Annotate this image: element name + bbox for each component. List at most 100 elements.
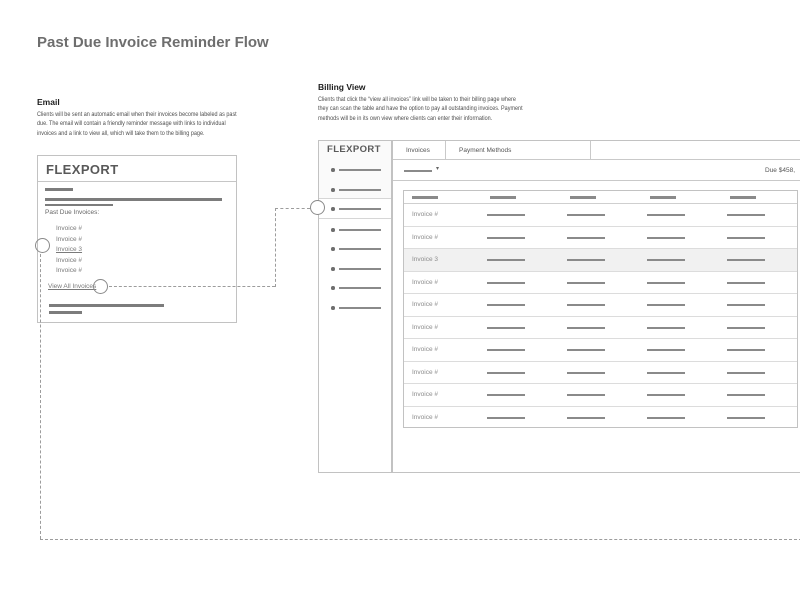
cell-placeholder-line [727, 416, 765, 419]
billing-desc-line: they can scan the table and have the opt… [318, 105, 523, 113]
tab-invoices[interactable]: Invoices [393, 141, 446, 160]
cell-placeholder-line [487, 236, 525, 239]
bullet-icon [331, 207, 335, 211]
bullet-icon [331, 188, 335, 192]
bullet-icon [331, 306, 335, 310]
text-placeholder-line [45, 198, 222, 201]
table-row[interactable]: Invoice # [404, 272, 797, 294]
email-invoice-link[interactable]: Invoice # [56, 256, 83, 264]
sidebar-item[interactable] [319, 265, 393, 273]
table-row[interactable]: Invoice # [404, 317, 797, 339]
cell-placeholder-line [647, 349, 685, 351]
sidebar-item[interactable] [319, 245, 393, 253]
billing-section-description: Clients that click the “view all invoice… [318, 95, 523, 123]
invoice-row-label: Invoice # [412, 323, 439, 331]
table-row[interactable]: Invoice # [404, 294, 797, 317]
cell-placeholder-line [487, 349, 525, 351]
sidebar-item-active[interactable] [319, 205, 393, 213]
text-placeholder-line [45, 203, 113, 206]
cell-placeholder-line [727, 304, 765, 306]
email-section-heading: Email [37, 97, 60, 107]
sidebar-item[interactable] [319, 226, 393, 234]
connector-to-sidebar [275, 208, 310, 209]
cell-placeholder-line [647, 394, 685, 396]
table-row[interactable]: Invoice # [404, 339, 797, 362]
email-invoice-link[interactable]: Invoice # [56, 235, 83, 243]
page-title: Past Due Invoice Reminder Flow [37, 34, 269, 51]
signature-placeholder-line [49, 304, 164, 307]
cell-placeholder-line [567, 281, 605, 284]
table-row[interactable]: Invoice # [404, 407, 797, 430]
bullet-icon [331, 247, 335, 251]
connector-bottom-right [40, 539, 800, 540]
table-row-highlighted[interactable]: Invoice 3 [404, 249, 797, 272]
tab-payment-methods[interactable]: Payment Methods [446, 141, 591, 160]
cell-placeholder-line [567, 416, 605, 419]
annotation-circle-sidebar-item [310, 200, 325, 215]
flexport-logo: FLEXPORT [46, 162, 119, 177]
bullet-icon [331, 168, 335, 172]
toolbar: ▾ Due $458, [393, 160, 800, 181]
cell-placeholder-line [647, 371, 685, 374]
cell-placeholder-line [647, 281, 685, 284]
cell-placeholder-line [727, 259, 765, 261]
invoice-row-label: Invoice # [412, 233, 439, 241]
text-placeholder-line [45, 188, 73, 191]
email-invoice-link[interactable]: Invoice # [56, 267, 83, 274]
nav-label-placeholder [339, 248, 381, 250]
cell-placeholder-line [647, 416, 685, 419]
cell-placeholder-line [487, 281, 525, 284]
nav-label-placeholder [339, 307, 381, 309]
invoice-table: Invoice # Invoice # Invoice 3 Invoice # Invo… [403, 190, 798, 428]
cell-placeholder-line [647, 259, 685, 261]
invoice-row-label: Invoice 3 [412, 256, 439, 263]
table-row[interactable]: Invoice # [404, 227, 797, 249]
annotation-circle-invoice3 [35, 238, 50, 253]
cell-placeholder-line [487, 214, 525, 216]
cell-placeholder-line [727, 371, 765, 374]
past-due-invoices-label: Past Due Invoices: [45, 209, 100, 216]
cell-placeholder-line [487, 304, 525, 306]
email-invoice-link[interactable]: Invoice 3 [56, 246, 83, 253]
chevron-down-icon[interactable]: ▾ [436, 166, 440, 172]
column-header-placeholder [730, 196, 756, 199]
table-row[interactable]: Invoice # [404, 204, 797, 227]
cell-placeholder-line [567, 326, 605, 329]
nav-label-placeholder [339, 189, 381, 191]
email-desc-line: due. The email will contain a friendly r… [37, 120, 226, 128]
sidebar-item[interactable] [319, 284, 393, 292]
invoice-row-label: Invoice # [412, 391, 439, 398]
cell-placeholder-line [567, 236, 605, 239]
cell-placeholder-line [647, 326, 685, 329]
cell-placeholder-line [487, 371, 525, 374]
table-header-row [404, 191, 797, 204]
sidebar-item[interactable] [319, 304, 393, 312]
cell-placeholder-line [567, 214, 605, 216]
billing-sidebar: FLEXPORT [318, 140, 392, 473]
sidebar-item[interactable] [319, 186, 393, 194]
column-header-placeholder [412, 196, 438, 199]
table-row[interactable]: Invoice # [404, 384, 797, 407]
column-header-placeholder [570, 196, 596, 199]
cell-placeholder-line [567, 394, 605, 396]
invoice-row-label: Invoice # [412, 346, 439, 353]
cell-placeholder-line [727, 349, 765, 351]
amount-due-text: Due $458, [765, 167, 795, 174]
view-all-invoices-link[interactable]: View All Invoices [48, 283, 97, 290]
filter-dropdown[interactable] [404, 170, 432, 172]
flexport-logo: FLEXPORT [327, 144, 381, 155]
cell-placeholder-line [487, 394, 525, 396]
table-row[interactable]: Invoice # [404, 362, 797, 384]
billing-desc-line: Clients that click the “view all invoice… [318, 96, 516, 103]
email-header-divider [38, 181, 236, 182]
sidebar-item[interactable] [319, 166, 393, 174]
cell-placeholder-line [647, 214, 685, 216]
cell-placeholder-line [487, 259, 525, 261]
bullet-icon [331, 286, 335, 290]
invoice-row-label: Invoice # [412, 301, 439, 308]
email-invoice-link[interactable]: Invoice # [56, 225, 83, 232]
tab-bar [393, 141, 800, 160]
email-desc-line: invoices and a link to view all, which w… [37, 129, 205, 137]
column-header-placeholder [490, 196, 516, 199]
billing-desc-line: methods will be in its own view where cl… [318, 114, 493, 122]
